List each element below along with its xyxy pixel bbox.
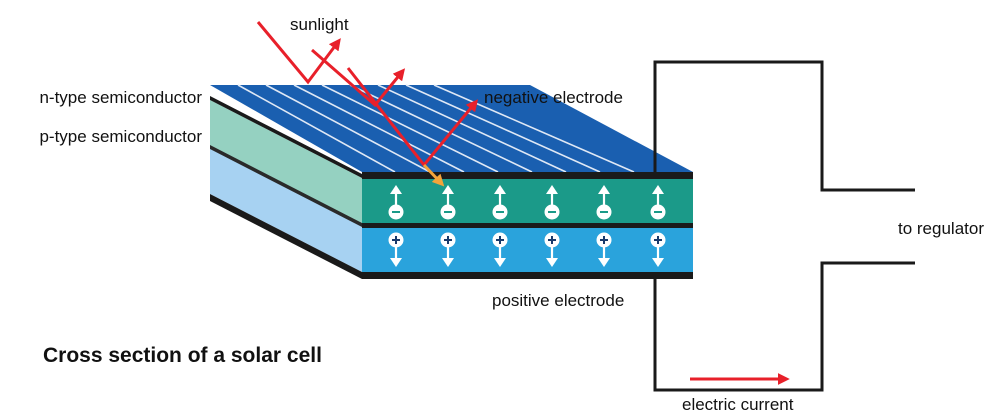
side-face-dark-top bbox=[210, 96, 362, 178]
hole-4 bbox=[544, 232, 560, 267]
side-face-dark-bottom bbox=[210, 194, 362, 279]
circuit-wire-bottom bbox=[653, 261, 915, 392]
photon-into-cell-arrow bbox=[422, 163, 445, 187]
electron-group bbox=[388, 185, 666, 220]
hole-1 bbox=[388, 232, 404, 267]
n-layer-side-face bbox=[210, 100, 362, 225]
hole-3 bbox=[492, 232, 508, 267]
diagram-title: Cross section of a solar cell bbox=[43, 344, 322, 367]
sunlight-ray-2 bbox=[311, 48, 406, 108]
electron-5 bbox=[596, 185, 612, 220]
electron-2 bbox=[440, 185, 456, 220]
label-sunlight: sunlight bbox=[290, 15, 349, 34]
label-n-type: n-type semiconductor bbox=[39, 88, 202, 107]
junction-line bbox=[362, 223, 693, 228]
sunlight-ray-1 bbox=[256, 21, 341, 85]
circuit-wire-top bbox=[653, 60, 915, 192]
electron-1 bbox=[388, 185, 404, 220]
n-type-layer bbox=[362, 179, 693, 223]
electron-4 bbox=[544, 185, 560, 220]
hole-5 bbox=[596, 232, 612, 267]
p-type-layer bbox=[362, 228, 693, 272]
top-face bbox=[210, 85, 693, 172]
label-p-type: p-type semiconductor bbox=[39, 127, 202, 146]
hole-2 bbox=[440, 232, 456, 267]
positive-electrode-bar bbox=[362, 272, 693, 279]
p-layer-side-face bbox=[210, 147, 362, 272]
electron-3 bbox=[492, 185, 508, 220]
label-negative-electrode: negative electrode bbox=[484, 88, 623, 107]
electron-6 bbox=[650, 185, 666, 220]
hole-group bbox=[388, 232, 666, 267]
negative-electrode-bar bbox=[362, 172, 693, 179]
side-face-dark-mid bbox=[210, 145, 362, 227]
hole-6 bbox=[650, 232, 666, 267]
label-to-regulator: to regulator bbox=[898, 219, 984, 238]
label-electric-current: electric current bbox=[682, 395, 794, 414]
label-positive-electrode: positive electrode bbox=[492, 291, 624, 310]
